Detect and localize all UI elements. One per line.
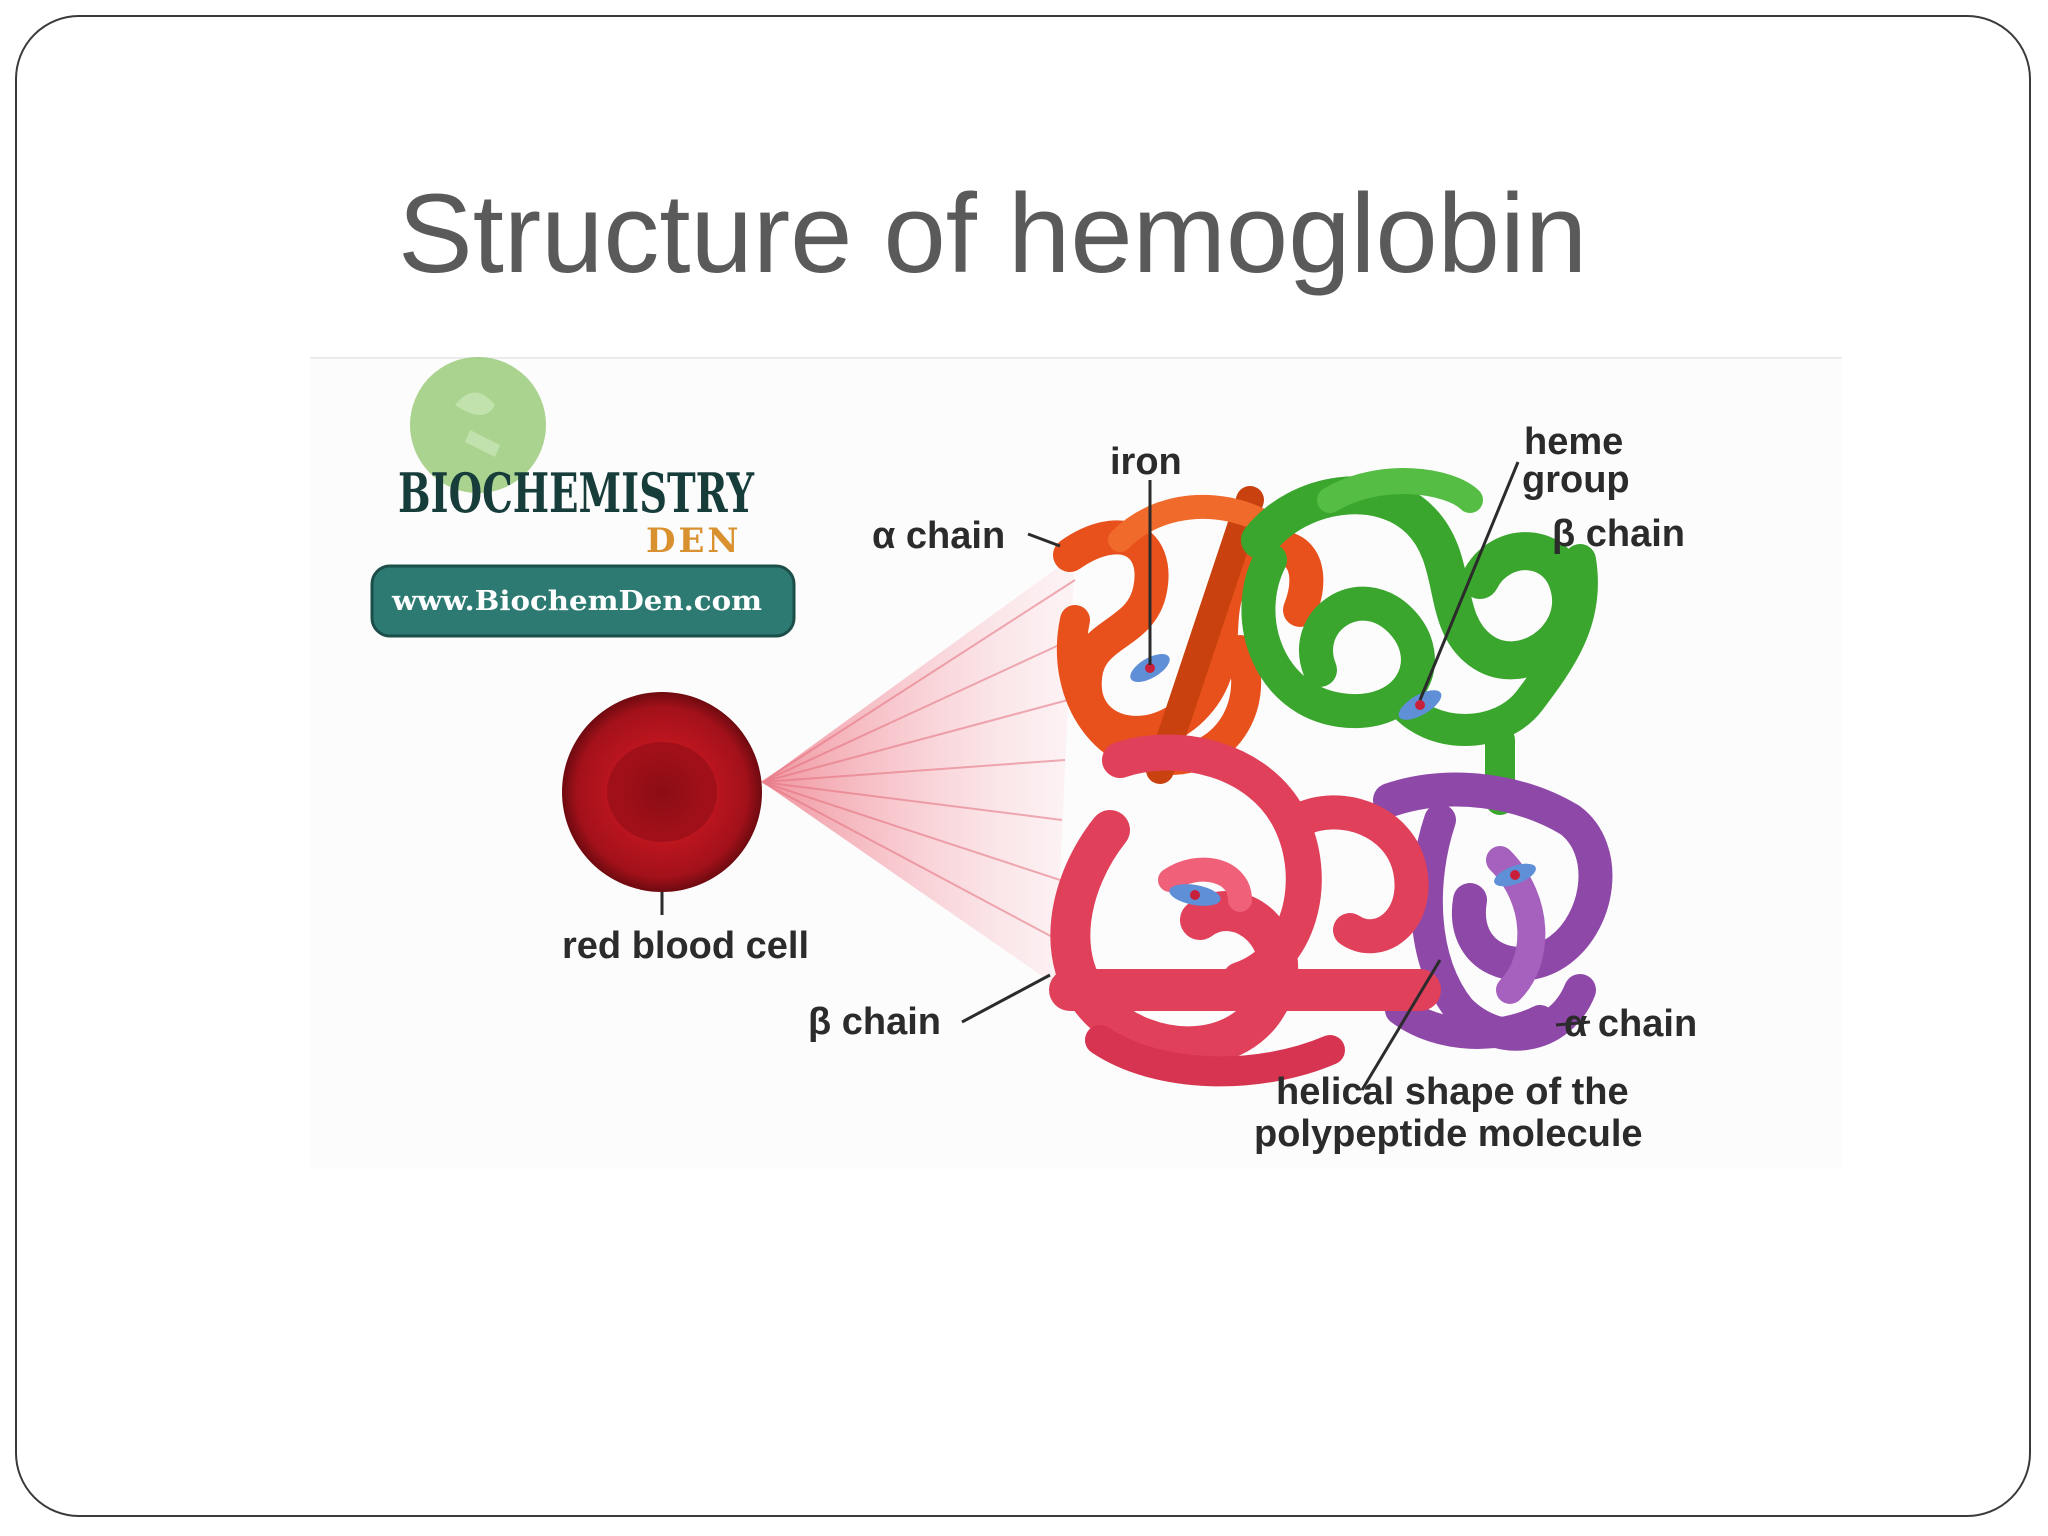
label-red-blood-cell: red blood cell xyxy=(562,925,809,967)
logo-url-badge xyxy=(370,564,796,638)
iron-atom xyxy=(1415,700,1425,710)
logo-flask-icon xyxy=(455,392,500,457)
logo-url: www.BiochemDen.com xyxy=(391,586,762,617)
iron-atom xyxy=(1510,870,1520,880)
label-beta-chain-bottom: β chain xyxy=(808,1001,941,1043)
iron-atom xyxy=(1145,663,1155,673)
label-iron: iron xyxy=(1110,441,1182,483)
biochemden-logo: BIOCHEMISTRY DEN www.BiochemDen.com xyxy=(370,357,796,638)
leader-lines xyxy=(961,461,1591,1091)
label-alpha-chain-bottom: α chain xyxy=(1564,1003,1697,1045)
logo-green-circle xyxy=(410,357,546,493)
logo-line2: DEN xyxy=(646,521,741,561)
heme-groups xyxy=(1130,654,1536,906)
label-heme: heme xyxy=(1524,421,1623,463)
label-group: group xyxy=(1522,459,1630,501)
label-helical-line2: polypeptide molecule xyxy=(1254,1113,1643,1155)
label-alpha-chain-top: α chain xyxy=(872,515,1005,557)
label-beta-chain-top: β chain xyxy=(1552,513,1685,555)
diagram-panel xyxy=(310,357,1842,1169)
label-helical-line1: helical shape of the xyxy=(1276,1071,1629,1113)
iron-atom xyxy=(1190,890,1200,900)
beta-chain-bottom xyxy=(1049,734,1441,1087)
logo-line1: BIOCHEMISTRY xyxy=(398,461,755,525)
slide-title: Structure of hemoglobin xyxy=(398,171,1588,296)
beta-chain-top xyxy=(1241,468,1598,815)
red-blood-cell xyxy=(562,692,762,915)
cone-rays xyxy=(761,579,1076,941)
